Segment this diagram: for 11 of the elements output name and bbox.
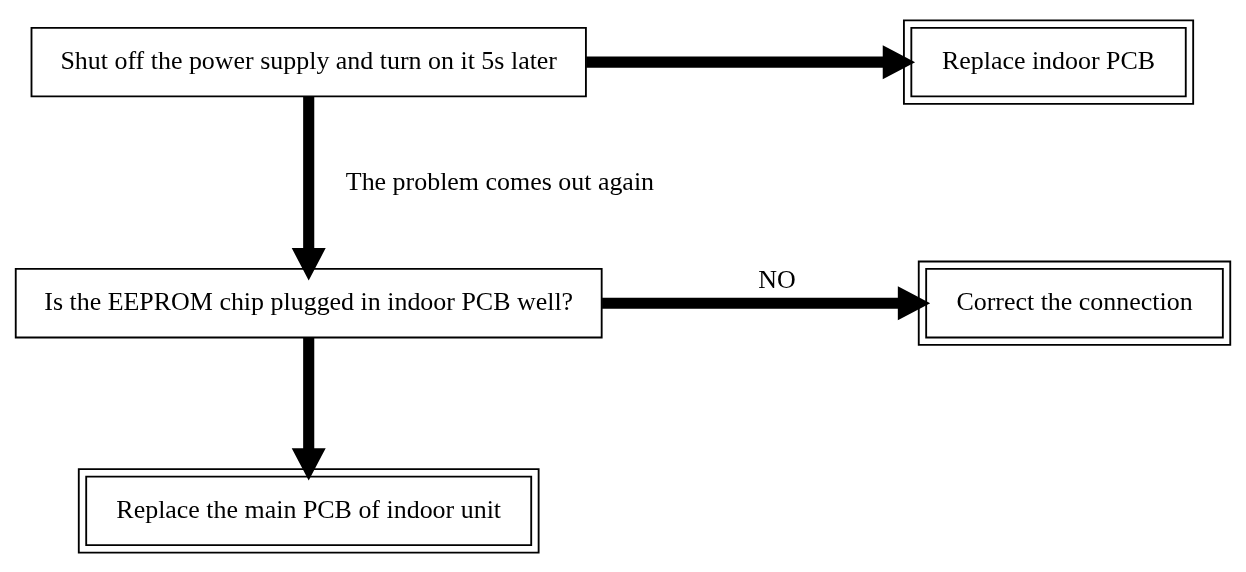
node-box: Replace the main PCB of indoor unit — [77, 467, 540, 553]
edge-label: NO — [758, 264, 796, 294]
node-box: Shut off the power supply and turn on it 5s later — [30, 26, 587, 97]
arrow — [602, 285, 931, 320]
arrow — [586, 44, 916, 79]
arrow — [291, 96, 326, 280]
node-box: Replace indoor PCB — [903, 19, 1195, 105]
node-box: Is the EEPROM chip plugged in indoor PCB well? — [14, 267, 603, 338]
node-box: Correct the connection — [917, 260, 1232, 346]
arrow — [291, 337, 326, 481]
edge-label: The problem comes out again — [345, 166, 655, 196]
